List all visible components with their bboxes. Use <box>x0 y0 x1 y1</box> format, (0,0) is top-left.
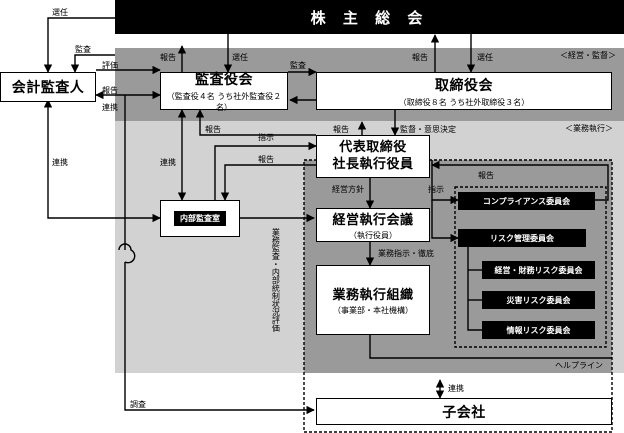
label-evaluation: 評価 <box>102 61 118 70</box>
board-box: 取締役会 （取締役８名 うち社外取締役３名） <box>316 72 612 110</box>
disaster-risk-committee-box: 災害リスク委員会 <box>482 291 595 309</box>
label-report-c: 報告 <box>333 125 349 134</box>
info-risk-committee-box: 情報リスク委員会 <box>482 321 595 339</box>
label-audit-board-to-board: 監査 <box>290 61 306 70</box>
label-coop-left: 連携 <box>52 158 68 167</box>
compliance-committee-box: コンプライアンス委員会 <box>458 192 595 210</box>
label-instruction2: 指示 <box>428 185 444 194</box>
exec-committee-box: 経営執行会議 （執行役員） <box>316 208 430 242</box>
helpline-label: ヘルプライン <box>555 361 603 370</box>
label-report-comp: 報告 <box>478 171 494 180</box>
financial-risk-committee-label: 経営・財務リスク委員会 <box>494 265 583 275</box>
audit-board-sub: （監査役４名 うち社外監査役２名） <box>166 92 282 112</box>
label-biz-instruction: 業務指示・徹底 <box>378 249 434 258</box>
label-elect-sh1: 選任 <box>232 53 248 62</box>
internal-audit-inner: 内部監査室 <box>174 211 226 226</box>
operations-sub: （事業部・本社機構） <box>333 306 413 315</box>
label-elect-sh2: 選任 <box>477 53 493 62</box>
label-audit: 監査 <box>75 45 91 54</box>
label-report-b: 報告 <box>258 155 274 164</box>
label-report-sh2: 報告 <box>412 53 428 62</box>
audit-board-title: 監査役会 <box>195 72 253 88</box>
internal-audit-box: 内部監査室 <box>160 200 240 237</box>
board-sub: （取締役８名 うち社外取締役３名） <box>398 97 530 107</box>
compliance-committee-label: コンプライアンス委員会 <box>482 196 571 206</box>
operations-box: 業務執行組織 （事業部・本社機構） <box>316 265 430 335</box>
audit-board-box: 監査役会 （監査役４名 うち社外監査役２名） <box>160 72 288 112</box>
board-title: 取締役会 <box>435 77 493 94</box>
exec-committee-sub: （執行役員） <box>349 231 397 240</box>
subsidiary-box: 子会社 <box>316 398 612 425</box>
label-instruction: 指示 <box>258 133 274 142</box>
label-audit-vertical: 業務監査・内部統制状況評価 <box>271 228 281 332</box>
accounting-auditor-box: 会計監査人 <box>0 72 96 102</box>
shareholders-box: 株 主 総 会 <box>115 0 624 34</box>
accounting-auditor-label: 会計監査人 <box>11 80 85 96</box>
label-investigation: 調査 <box>130 400 146 409</box>
exec-committee-title: 経営執行会議 <box>332 213 414 228</box>
internal-audit-label: 内部監査室 <box>180 214 220 223</box>
risk-committee-box: リスク管理委員会 <box>458 229 586 247</box>
label-mgmt-policy: 経営方針 <box>332 185 364 194</box>
disaster-risk-committee-label: 災害リスク委員会 <box>506 295 571 305</box>
subsidiary-label: 子会社 <box>442 404 486 421</box>
ceo-box: 代表取締役 社長執行役員 <box>316 135 430 178</box>
oversight-zone-label: ＜経営・監督＞ <box>560 51 616 60</box>
risk-committee-label: リスク管理委員会 <box>490 233 554 243</box>
info-risk-committee-label: 情報リスク委員会 <box>506 325 571 335</box>
shareholders-label: 株 主 総 会 <box>310 8 429 27</box>
label-report-sh1: 報告 <box>160 53 176 62</box>
label-report: 報告 <box>102 86 118 95</box>
label-supervision: 監督・意思決定 <box>400 125 456 134</box>
ceo-line2: 社長執行役員 <box>332 156 414 172</box>
execution-zone-label: ＜業務執行＞ <box>565 124 613 133</box>
ceo-line1: 代表取締役 <box>339 139 407 155</box>
label-elect-left: 選任 <box>52 8 68 17</box>
financial-risk-committee-box: 経営・財務リスク委員会 <box>482 261 595 279</box>
label-coop-ia: 連携 <box>160 158 176 167</box>
operations-title: 業務執行組織 <box>332 288 414 303</box>
label-report-a: 報告 <box>205 125 221 134</box>
label-coop-sub: 連携 <box>448 384 464 393</box>
label-cooperation: 連携 <box>102 103 118 112</box>
